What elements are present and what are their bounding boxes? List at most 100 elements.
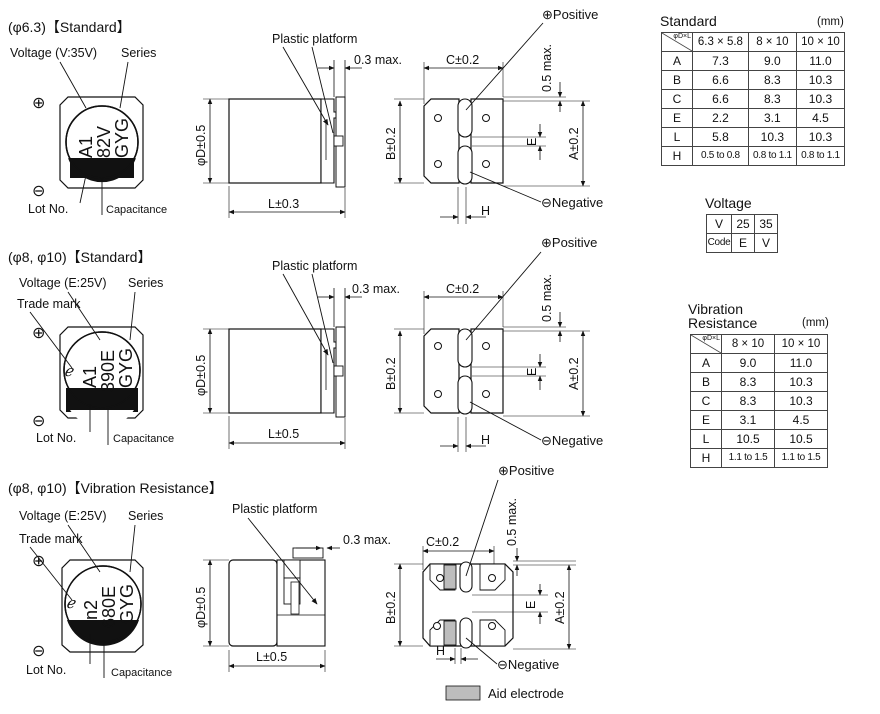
voltage-table: V 25 35 Code E V: [706, 214, 778, 253]
section-vibration: (φ8, φ10)【Vibration Resistance】 ℯ n2 680…: [8, 463, 576, 701]
length-label: L±0.5: [268, 427, 299, 441]
b-label: B±0.2: [384, 591, 398, 624]
a-label: A±0.2: [567, 357, 581, 390]
cell: 4.5: [795, 108, 846, 128]
aid-electrode: [443, 620, 457, 646]
corner-label: φD×L: [702, 335, 720, 342]
max-label-b: 0.5 max.: [540, 44, 554, 92]
h-label: H: [436, 644, 445, 658]
cell: 0.5 to 0.8: [692, 146, 749, 166]
cell: 7.3: [692, 51, 749, 71]
section-title: (φ8, φ10)【Vibration Resistance】: [8, 480, 223, 496]
cell: 8.3: [721, 391, 775, 411]
bottom-view: [423, 328, 504, 415]
length-label: L±0.5: [256, 650, 287, 664]
cell: 6.6: [692, 70, 749, 90]
cell: 5.8: [692, 127, 749, 147]
corner-cell: φD×L: [661, 32, 693, 52]
side-view: [228, 547, 326, 647]
b-label: B±0.2: [384, 357, 398, 390]
legend-label: Aid electrode: [488, 686, 564, 701]
cell: 8.3: [747, 89, 797, 109]
col-header: 10 × 10: [774, 334, 828, 354]
marking-line2: 390E: [98, 350, 118, 392]
cell: 2.2: [692, 108, 749, 128]
voltage-table-title: Voltage: [705, 195, 752, 211]
voltage-label: Voltage (E:25V): [19, 276, 107, 290]
minus-symbol: ⊖: [32, 643, 45, 660]
col-header: 8 × 10: [747, 32, 797, 52]
vibration-table-title: Vibration Resistance: [688, 301, 758, 331]
cell: 4.5: [774, 410, 828, 430]
lot-label: Lot No.: [36, 431, 76, 445]
cell: V: [754, 233, 778, 253]
vibration-table-unit: (mm): [802, 317, 829, 329]
b-label: B±0.2: [384, 127, 398, 160]
e-label: E: [525, 368, 539, 376]
a-label: A±0.2: [553, 591, 567, 624]
capacitance-label: Capacitance: [111, 667, 172, 679]
plus-symbol: ⊕: [32, 325, 45, 342]
max-label: 0.3 max.: [343, 533, 391, 547]
voltage-label: Voltage (V:35V): [10, 46, 97, 60]
c-label: C±0.2: [446, 282, 479, 296]
section-standard-8-10: (φ8, φ10)【Standard】 ℯ A1 390E GYG Voltag…: [8, 235, 603, 452]
cell: 8.3: [721, 372, 775, 392]
trade-mark-logo: ℯ: [64, 363, 75, 380]
positive-label: ⊕Positive: [541, 235, 597, 250]
side-view: [228, 96, 346, 188]
top-view: ℯ A1 390E GYG: [59, 326, 144, 428]
capacitance-label: Capacitance: [113, 433, 174, 445]
cell: 6.6: [692, 89, 749, 109]
marking-line3: GYG: [116, 348, 136, 388]
plus-symbol: ⊕: [32, 95, 45, 112]
series-label: Series: [128, 276, 163, 290]
minus-symbol: ⊖: [32, 183, 45, 200]
row-key: A: [690, 353, 722, 373]
diameter-label: φD±0.5: [194, 587, 208, 628]
max-label-b: 0.5 max.: [540, 274, 554, 322]
series-label: Series: [121, 46, 156, 60]
row-key: H: [690, 448, 722, 468]
row-key: B: [690, 372, 722, 392]
marking-line1: A1: [80, 366, 100, 388]
max-label-b: 0.5 max.: [505, 498, 519, 546]
row-key: B: [661, 70, 693, 90]
marking-line3: GYG: [117, 584, 137, 624]
diameter-label: φD±0.5: [194, 355, 208, 396]
capacitance-label: Capacitance: [106, 204, 167, 216]
row-key: C: [661, 89, 693, 109]
series-label: Series: [128, 509, 163, 523]
platform-label: Plastic platform: [272, 259, 357, 273]
plus-symbol: ⊕: [32, 553, 45, 570]
h-label: H: [481, 433, 490, 447]
cell: 10.5: [774, 429, 828, 449]
bottom-view: [423, 98, 504, 185]
section-title: (φ8, φ10)【Standard】: [8, 249, 151, 265]
section-standard-63: (φ6.3)【Standard】 A1 82V GYG Voltage (V:3…: [8, 7, 603, 224]
cell: 10.3: [747, 127, 797, 147]
lot-label: Lot No.: [28, 202, 68, 216]
top-view: ℯ n2 680E GYG: [61, 559, 144, 653]
marking-line3: GYG: [112, 118, 132, 158]
marking-line2: 680E: [99, 586, 119, 628]
marking-line1: n2: [81, 600, 101, 620]
side-view: [228, 326, 346, 418]
cell: 11.0: [795, 51, 846, 71]
cell: 10.3: [795, 70, 846, 90]
trade-mark-label: Trade mark: [17, 297, 81, 311]
cell: 0.8 to 1.1: [795, 146, 846, 166]
row-key: E: [661, 108, 693, 128]
